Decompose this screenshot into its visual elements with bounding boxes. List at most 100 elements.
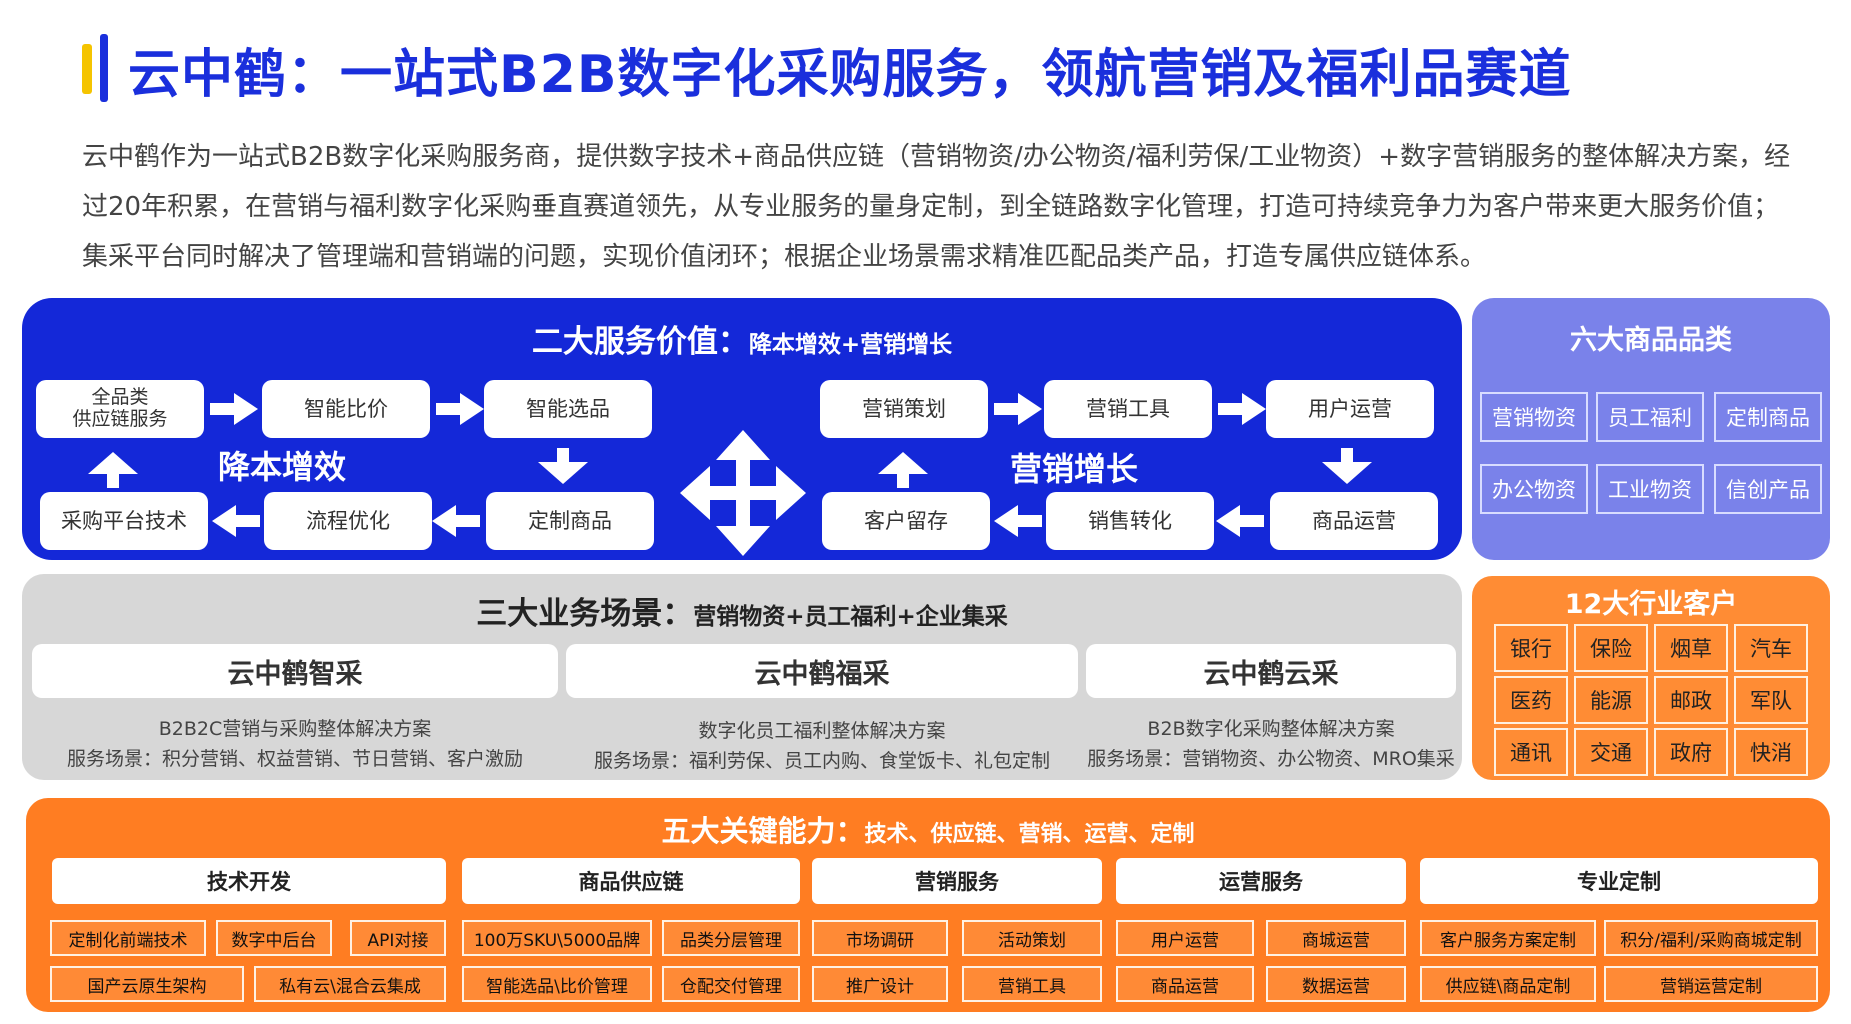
capability-item: 品类分层管理 — [662, 920, 800, 956]
title-accent-yellow — [82, 44, 92, 94]
node-marketing-tools: 营销工具 — [1044, 380, 1212, 438]
capability-item: 仓配交付管理 — [662, 966, 800, 1002]
category-tile: 员工福利 — [1596, 392, 1704, 442]
service-value-heading: 二大服务价值：降本增效+营销增长 — [22, 316, 1462, 361]
four-way-arrows-icon — [680, 430, 806, 556]
key-capabilities-panel: 五大关键能力：技术、供应链、营销、运营、定制 技术开发 定制化前端技术 数字中后… — [26, 798, 1830, 1012]
industry-tile: 军队 — [1734, 676, 1808, 724]
scene-services: 服务场景：积分营销、权益营销、节日营销、客户激励 — [66, 748, 523, 770]
industry-customers-panel: 12大行业客户 银行 保险 烟草 汽车 医药 能源 邮政 军队 通讯 交通 政府… — [1472, 576, 1830, 780]
arrow-down-icon — [538, 448, 588, 484]
node-process-optimize: 流程优化 — [264, 492, 432, 550]
capability-item: 数据运营 — [1266, 966, 1406, 1002]
capability-item: 数字中后台 — [216, 920, 332, 956]
product-categories-panel: 六大商品品类 营销物资 员工福利 定制商品 办公物资 工业物资 信创产品 — [1472, 298, 1830, 560]
label-marketing-growth: 营销增长 — [1010, 450, 1139, 488]
capability-item: 商品运营 — [1116, 966, 1254, 1002]
capability-item: 智能选品\比价管理 — [462, 966, 652, 1002]
industry-tile: 银行 — [1494, 624, 1568, 672]
node-custom-goods: 定制商品 — [486, 492, 654, 550]
arrow-left-icon — [1216, 505, 1264, 537]
category-tile: 工业物资 — [1596, 464, 1704, 514]
scene-services: 服务场景：营销物资、办公物资、MRO集采 — [1087, 748, 1455, 770]
industry-tile: 烟草 — [1654, 624, 1728, 672]
service-value-panel: 二大服务价值：降本增效+营销增长 全品类 供应链服务 智能比价 智能选品 定制商… — [22, 298, 1462, 560]
industries-heading: 12大行业客户 — [1564, 589, 1738, 620]
industry-tile: 快消 — [1734, 728, 1808, 776]
scene-services: 服务场景：福利劳保、员工内购、食堂饭卡、礼包定制 — [593, 750, 1050, 772]
capability-tech-dev: 技术开发 — [52, 858, 446, 904]
node-customer-retention: 客户留存 — [822, 492, 990, 550]
capability-item: 私有云\混合云集成 — [254, 966, 446, 1002]
capability-item: 市场调研 — [812, 920, 948, 956]
capability-item: 营销工具 — [962, 966, 1102, 1002]
capability-item: 活动策划 — [962, 920, 1102, 956]
intro-paragraph: 云中鹤作为一站式B2B数字化采购服务商，提供数字技术+商品供应链（营销物资/办公… — [82, 142, 1791, 272]
capability-marketing-service: 营销服务 — [812, 858, 1102, 904]
node-marketing-planning: 营销策划 — [820, 380, 988, 438]
node-smart-price-compare: 智能比价 — [262, 380, 430, 438]
node-full-category-supply: 全品类 供应链服务 — [36, 380, 204, 438]
capability-customization: 专业定制 — [1420, 858, 1818, 904]
arrow-up-icon — [88, 452, 138, 488]
capability-item: 国产云原生架构 — [50, 966, 244, 1002]
capability-item: 积分/福利/采购商城定制 — [1604, 920, 1818, 956]
scene-card-fucai: 云中鹤福采 — [566, 644, 1078, 698]
scenes-heading: 三大业务场景：营销物资+员工福利+企业集采 — [22, 588, 1462, 633]
capability-item: API对接 — [350, 920, 446, 956]
scene-desc: B2B数字化采购整体解决方案 — [1147, 718, 1395, 740]
industry-tile: 汽车 — [1734, 624, 1808, 672]
capability-item: 100万SKU\5000品牌 — [462, 920, 652, 956]
industry-tile: 邮政 — [1654, 676, 1728, 724]
arrow-up-icon — [878, 452, 928, 488]
arrow-right-icon — [994, 393, 1042, 425]
scene-desc: B2B2C营销与采购整体解决方案 — [158, 718, 432, 740]
scene-card-yuncai: 云中鹤云采 — [1086, 644, 1456, 698]
title-accent-blue — [100, 34, 108, 102]
node-procurement-platform-tech: 采购平台技术 — [40, 492, 208, 550]
arrow-right-icon — [1218, 393, 1266, 425]
category-tile: 信创产品 — [1714, 464, 1822, 514]
capability-item: 供应链\商品定制 — [1420, 966, 1596, 1002]
category-tile: 办公物资 — [1480, 464, 1588, 514]
category-tile: 营销物资 — [1480, 392, 1588, 442]
industry-tile: 医药 — [1494, 676, 1568, 724]
capability-item: 定制化前端技术 — [50, 920, 206, 956]
capability-item: 推广设计 — [812, 966, 948, 1002]
page-title: 云中鹤：一站式B2B数字化采购服务，领航营销及福利品赛道 — [128, 45, 1572, 105]
industry-tile: 能源 — [1574, 676, 1648, 724]
capability-supply-chain: 商品供应链 — [462, 858, 800, 904]
arrow-left-icon — [994, 505, 1042, 537]
label-cost-efficiency: 降本增效 — [218, 448, 347, 486]
capability-item: 商城运营 — [1266, 920, 1406, 956]
capability-item: 用户运营 — [1116, 920, 1254, 956]
scene-desc: 数字化员工福利整体解决方案 — [698, 720, 946, 742]
business-scenes-panel: 三大业务场景：营销物资+员工福利+企业集采 云中鹤智采 云中鹤福采 云中鹤云采 … — [22, 574, 1462, 780]
arrow-right-icon — [436, 393, 484, 425]
scenes-title: 三大业务场景： — [476, 596, 694, 632]
capability-operation-service: 运营服务 — [1116, 858, 1406, 904]
category-tile: 定制商品 — [1714, 392, 1822, 442]
industry-tile: 政府 — [1654, 728, 1728, 776]
service-value-subtitle: 降本增效+营销增长 — [748, 332, 953, 358]
industry-tile: 保险 — [1574, 624, 1648, 672]
arrow-down-icon — [1322, 448, 1372, 484]
scene-card-zhicai: 云中鹤智采 — [32, 644, 558, 698]
categories-heading: 六大商品品类 — [1570, 325, 1732, 356]
service-value-title: 二大服务价值： — [531, 324, 749, 360]
capabilities-subtitle: 技术、供应链、营销、运营、定制 — [864, 822, 1195, 847]
industry-tile: 交通 — [1574, 728, 1648, 776]
scenes-subtitle: 营销物资+员工福利+企业集采 — [693, 604, 1008, 630]
arrow-left-icon — [212, 505, 260, 537]
capabilities-heading: 五大关键能力：技术、供应链、营销、运营、定制 — [26, 808, 1830, 850]
arrow-right-icon — [210, 393, 258, 425]
capability-item: 客户服务方案定制 — [1420, 920, 1596, 956]
node-sales-conversion: 销售转化 — [1046, 492, 1214, 550]
arrow-left-icon — [432, 505, 480, 537]
capabilities-title: 五大关键能力： — [661, 814, 865, 848]
industry-tile: 通讯 — [1494, 728, 1568, 776]
node-goods-operation: 商品运营 — [1270, 492, 1438, 550]
node-user-operation: 用户运营 — [1266, 380, 1434, 438]
node-smart-selection: 智能选品 — [484, 380, 652, 438]
capability-item: 营销运营定制 — [1604, 966, 1818, 1002]
